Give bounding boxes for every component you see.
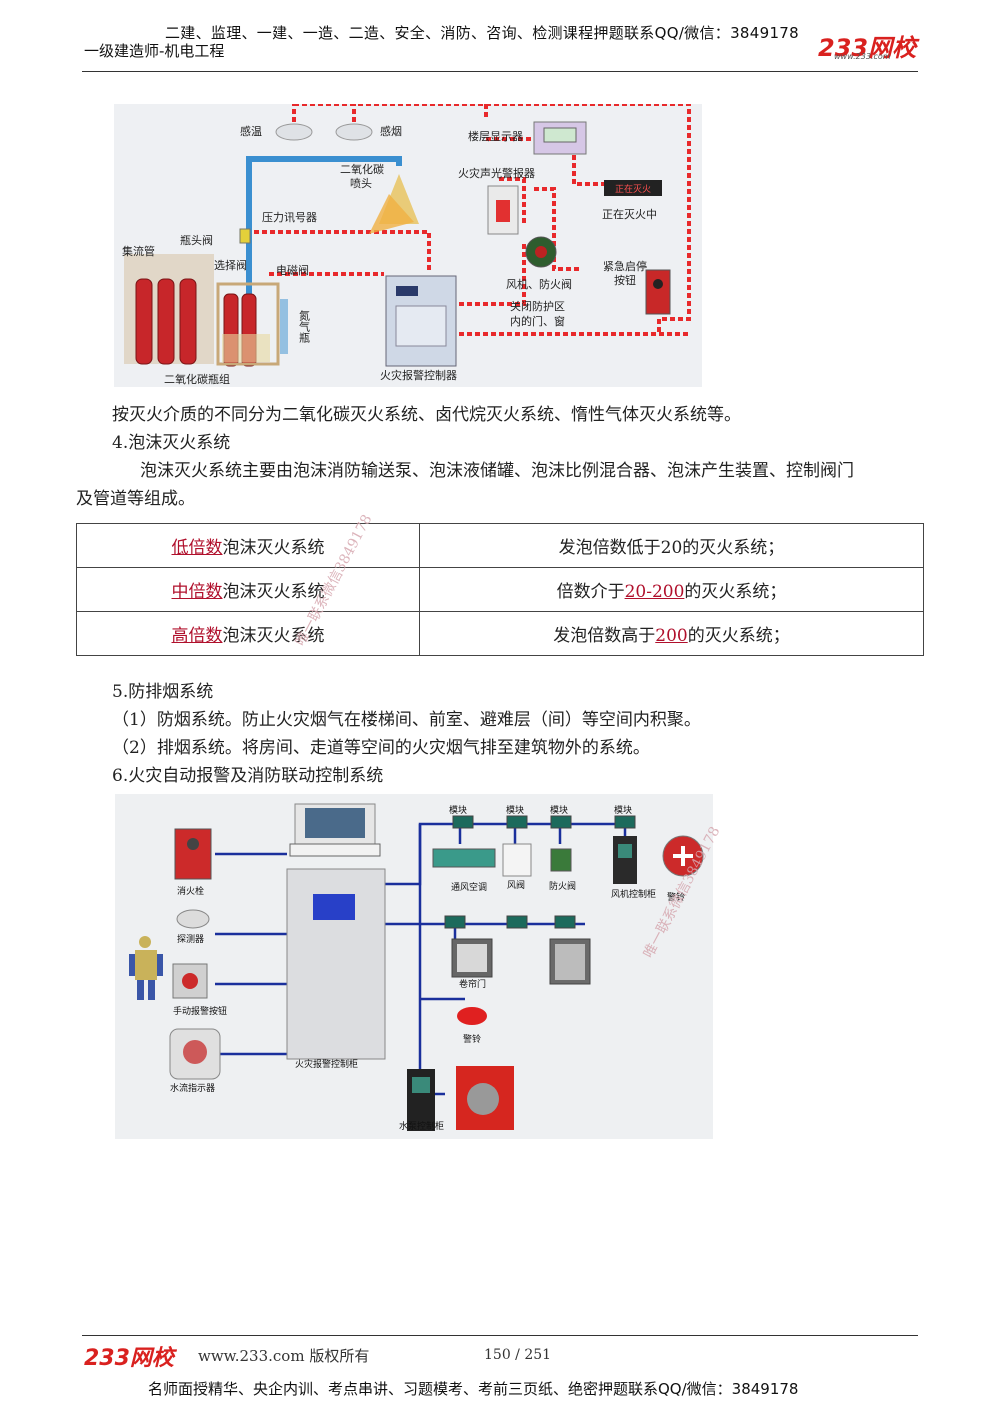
header-rule [82, 71, 918, 72]
label-pump-cabinet: 水泵控制柜 [399, 1120, 444, 1132]
label-fire-controller: 火灾报警控制器 [380, 368, 457, 382]
heading-fire-alarm: 6.火灾自动报警及消防联动控制系统 [112, 766, 384, 786]
label-emergency-1: 紧急启停 [603, 259, 647, 273]
label-detector: 探测器 [177, 933, 204, 945]
foam-table: 低倍数泡沫灭火系统 发泡倍数低于20的灭火系统； 中倍数泡沫灭火系统 倍数介于2… [76, 523, 924, 656]
label-fan-cabinet: 风机控制柜 [611, 888, 656, 900]
label-temp: 感温 [240, 125, 262, 138]
foam-key: 中倍数 [171, 582, 223, 602]
foam-desc: 倍数介于 [556, 582, 625, 602]
foam-name: 泡沫灭火系统 [222, 626, 325, 646]
foam-name: 泡沫灭火系统 [222, 538, 325, 558]
label-rolling-door: 卷帘门 [459, 978, 486, 990]
label-smoke: 感烟 [380, 124, 402, 138]
label-manifold: 集流管 [122, 244, 155, 258]
label-co2-bank: 二氧化碳瓶组 [164, 372, 230, 386]
header-top-line: 二建、监理、一建、一造、二造、安全、消防、咨询、检测课程押题联系QQ/微信：38… [165, 24, 799, 42]
label-controller-cabinet: 火灾报警控制柜 [295, 1058, 358, 1070]
label-bell: 警铃 [667, 891, 685, 903]
foam-type-cell: 低倍数泡沫灭火系统 [76, 523, 420, 568]
label-close-doors-1: 关闭防护区 [510, 299, 565, 313]
fire-alarm-diagram: 模块 模块 模块 模块 消火栓 探测器 手动报警按钮 水流指示器 通风空调 风阀… [115, 794, 713, 1139]
label-emergency-2: 按钮 [614, 273, 636, 287]
co2-system-figure: 正在灭火 感温 感烟 楼层显示器 二氧化碳 喷头 火灾声光警报器 正在灭火中 压… [114, 102, 702, 387]
label-hydrant: 消火栓 [177, 885, 204, 897]
smoke-exhaust-line: （2）排烟系统。将房间、走道等空间的火灾烟气排至建筑物外的系统。 [112, 738, 650, 758]
label-selector-valve: 选择阀 [214, 258, 247, 272]
table-row: 中倍数泡沫灭火系统 倍数介于20-200的灭火系统； [76, 567, 924, 612]
foam-desc-cell: 倍数介于20-200的灭火系统； [419, 567, 924, 612]
foam-type-cell: 高倍数泡沫灭火系统 [76, 611, 420, 656]
label-alarm-bell: 警铃 [463, 1033, 481, 1045]
footer-rule [82, 1335, 918, 1336]
foam-desc-highlight: 20-200 [624, 582, 685, 602]
foam-paragraph-line1: 泡沫灭火系统主要由泡沫消防输送泵、泡沫液储罐、泡沫比例混合器、泡沫产生装置、控制… [140, 461, 854, 481]
label-co2-nozzle-2: 喷头 [350, 177, 372, 190]
page-number: 150 / 251 [484, 1347, 552, 1363]
fire-alarm-figure: 模块 模块 模块 模块 消火栓 探测器 手动报警按钮 水流指示器 通风空调 风阀… [115, 794, 713, 1139]
foam-type-cell: 中倍数泡沫灭火系统 [76, 567, 420, 612]
label-hvac: 通风空调 [451, 881, 487, 893]
label-fan-damper: 风机、防火阀 [506, 277, 572, 291]
label-alarm-sounder: 火灾声光警报器 [458, 166, 535, 180]
co2-system-diagram: 正在灭火 感温 感烟 楼层显示器 二氧化碳 喷头 火灾声光警报器 正在灭火中 压… [114, 102, 702, 387]
label-module: 模块 [614, 804, 632, 816]
header-subtitle: 一级建造师-机电工程 [84, 42, 225, 60]
foam-desc: 发泡倍数低于20的灭火系统； [558, 538, 785, 558]
label-floor-display: 楼层显示器 [468, 129, 523, 143]
foam-desc-cell: 发泡倍数高于200的灭火系统； [419, 611, 924, 656]
label-module: 模块 [550, 804, 568, 816]
label-manual-alarm: 手动报警按钮 [173, 1005, 227, 1017]
classify-paragraph: 按灭火介质的不同分为二氧化碳灭火系统、卤代烷灭火系统、惰性气体灭火系统等。 [112, 405, 741, 425]
label-extinguishing: 正在灭火中 [602, 208, 657, 221]
label-pressure-switch: 压力讯号器 [262, 211, 317, 224]
label-damper: 风阀 [507, 880, 525, 891]
foam-desc-cell: 发泡倍数低于20的灭火系统； [419, 523, 924, 568]
sign-text: 正在灭火 [615, 183, 651, 195]
foam-desc-tail: 的灭火系统； [684, 582, 787, 602]
heading-smoke: 5.防排烟系统 [112, 682, 214, 702]
label-co2-nozzle-1: 二氧化碳 [340, 162, 384, 176]
foam-key: 低倍数 [171, 538, 223, 558]
label-close-doors-2: 内的门、窗 [510, 314, 565, 328]
header-logo-url: www.233.com [834, 52, 891, 61]
foam-desc-highlight: 200 [655, 626, 688, 646]
table-row: 低倍数泡沫灭火系统 发泡倍数低于20的灭火系统； [76, 523, 924, 568]
label-module: 模块 [506, 804, 524, 816]
header-logo: 233网校 [818, 34, 917, 62]
label-fire-valve: 防火阀 [549, 880, 576, 892]
foam-desc-tail: 的灭火系统； [687, 626, 790, 646]
foam-paragraph-line2: 及管道等组成。 [76, 489, 195, 509]
foam-desc: 发泡倍数高于 [553, 626, 656, 646]
label-solenoid-valve: 电磁阀 [276, 263, 309, 277]
foam-key: 高倍数 [171, 626, 223, 646]
label-bottle-valve: 瓶头阀 [180, 233, 213, 247]
footer-site: www.233.com 版权所有 [198, 1347, 370, 1365]
smoke-control-line: （1）防烟系统。防止火灾烟气在楼梯间、前室、避难层（间）等空间内积聚。 [112, 710, 701, 730]
label-water-flow: 水流指示器 [170, 1082, 215, 1094]
heading-foam: 4.泡沫灭火系统 [112, 433, 231, 453]
footer-logo: 233网校 [84, 1346, 174, 1371]
footer-bottom-line: 名师面授精华、央企内训、考点串讲、习题模考、考前三页纸、绝密押题联系QQ/微信：… [148, 1380, 799, 1398]
label-nitrogen: 氮气瓶 [298, 309, 311, 343]
label-module: 模块 [449, 804, 467, 816]
foam-name: 泡沫灭火系统 [222, 582, 325, 602]
table-row: 高倍数泡沫灭火系统 发泡倍数高于200的灭火系统； [76, 611, 924, 656]
